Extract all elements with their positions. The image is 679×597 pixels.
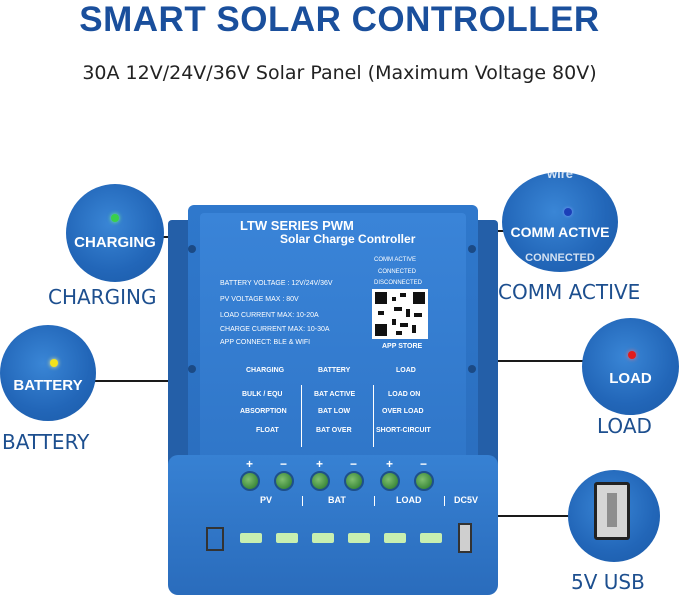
terminal-screw-slot — [312, 533, 334, 543]
comm-bubble-partial-top: wire — [546, 172, 573, 181]
indicator-bat-over: BAT OVER — [316, 427, 352, 434]
screw-hole-icon — [468, 365, 476, 373]
terminal-group-pv: PV — [260, 495, 273, 505]
pv-negative-terminal — [274, 471, 294, 491]
charging-led-zoom: CHARGING — [66, 184, 164, 282]
load-plus-sign: + — [386, 457, 394, 471]
load-positive-terminal — [380, 471, 400, 491]
status-disconnected: DISCONNECTED — [374, 280, 423, 286]
indicator-over-load: OVER LOAD — [382, 408, 424, 415]
indicator-short-circuit: SHORT-CIRCUIT — [376, 427, 431, 434]
comm-active-label: COMM ACTIVE — [498, 280, 641, 304]
terminal-screw-slot — [240, 533, 262, 543]
device-brand: LTW SERIES PWM — [240, 218, 354, 233]
terminal-group-load: LOAD — [396, 495, 422, 505]
terminal-screw-slot — [420, 533, 442, 543]
comm-led-zoom: wire COMM ACTIVE CONNECTED — [502, 172, 618, 272]
charging-bubble-text: CHARGING — [74, 234, 156, 251]
spec-line: APP CONNECT: BLE & WIFI — [220, 339, 311, 346]
battery-label: BATTERY — [2, 430, 90, 454]
battery-bubble-text: BATTERY — [13, 377, 83, 394]
usb-label: 5V USB — [571, 570, 645, 594]
load-led-icon — [628, 351, 636, 359]
group-divider — [374, 496, 375, 506]
indicator-bat-low: BAT LOW — [318, 408, 351, 415]
load-label: LOAD — [597, 414, 652, 438]
solar-charge-controller: LTW SERIES PWM Solar Charge Controller B… — [168, 205, 498, 595]
pv-positive-terminal — [240, 471, 260, 491]
pv-minus-sign: − — [280, 457, 288, 471]
spec-line: CHARGE CURRENT MAX: 10-30A — [220, 326, 330, 333]
page-title: SMART SOLAR CONTROLLER — [79, 0, 600, 39]
indicator-divider — [301, 385, 302, 447]
battery-led-icon — [50, 359, 58, 367]
indicator-load-on: LOAD ON — [388, 391, 421, 398]
indicator-bat-active: BAT ACTIVE — [314, 391, 356, 398]
indicator-float: FLOAT — [256, 427, 279, 434]
load-bubble-text: LOAD — [609, 370, 652, 387]
power-port-icon — [206, 527, 224, 551]
terminal-screw-slot — [276, 533, 298, 543]
comm-bubble-partial-bottom: CONNECTED — [525, 252, 595, 264]
screw-hole-icon — [468, 245, 476, 253]
indicator-divider — [373, 385, 374, 447]
qr-code-icon — [372, 289, 428, 339]
usb-leader-line — [466, 515, 576, 517]
led-label-battery: BATTERY — [318, 367, 351, 374]
terminal-group-dc5v: DC5V — [454, 495, 479, 505]
spec-line: LOAD CURRENT MAX: 10-20A — [220, 312, 319, 319]
page-subtitle: 30A 12V/24V/36V Solar Panel (Maximum Vol… — [82, 62, 597, 84]
usb-port-icon — [458, 523, 472, 553]
bat-positive-terminal — [310, 471, 330, 491]
pv-plus-sign: + — [246, 457, 254, 471]
bat-minus-sign: − — [350, 457, 358, 471]
screw-hole-icon — [188, 245, 196, 253]
terminal-group-bat: BAT — [328, 495, 346, 505]
controller-face — [200, 213, 466, 503]
usb-port-closeup-icon — [594, 482, 630, 540]
group-divider — [444, 496, 445, 506]
bat-plus-sign: + — [316, 457, 324, 471]
screw-hole-icon — [188, 365, 196, 373]
terminal-screw-slot — [348, 533, 370, 543]
spec-line: PV VOLTAGE MAX : 80V — [220, 296, 299, 303]
status-comm-active: COMM ACTIVE — [374, 257, 417, 263]
comm-bubble-text: COMM ACTIVE — [510, 224, 610, 240]
indicator-bulk: BULK / EQU — [242, 391, 283, 398]
terminal-block — [168, 455, 498, 595]
battery-led-zoom: BATTERY — [0, 325, 96, 421]
app-store-label: APP STORE — [382, 343, 423, 350]
led-label-charging: CHARGING — [246, 367, 285, 374]
status-connected: CONNECTED — [378, 269, 417, 275]
bat-negative-terminal — [344, 471, 364, 491]
charging-led-icon — [111, 214, 119, 222]
indicator-absorption: ABSORPTION — [240, 408, 287, 415]
load-negative-terminal — [414, 471, 434, 491]
comm-led-icon — [564, 208, 572, 216]
usb-port-zoom — [568, 470, 660, 562]
load-led-zoom: LOAD — [582, 318, 679, 415]
terminal-screw-slot — [384, 533, 406, 543]
led-label-load: LOAD — [396, 367, 416, 374]
device-model: Solar Charge Controller — [280, 232, 416, 246]
load-minus-sign: − — [420, 457, 428, 471]
group-divider — [302, 496, 303, 506]
spec-line: BATTERY VOLTAGE : 12V/24V/36V — [220, 280, 333, 287]
charging-label: CHARGING — [48, 285, 157, 309]
